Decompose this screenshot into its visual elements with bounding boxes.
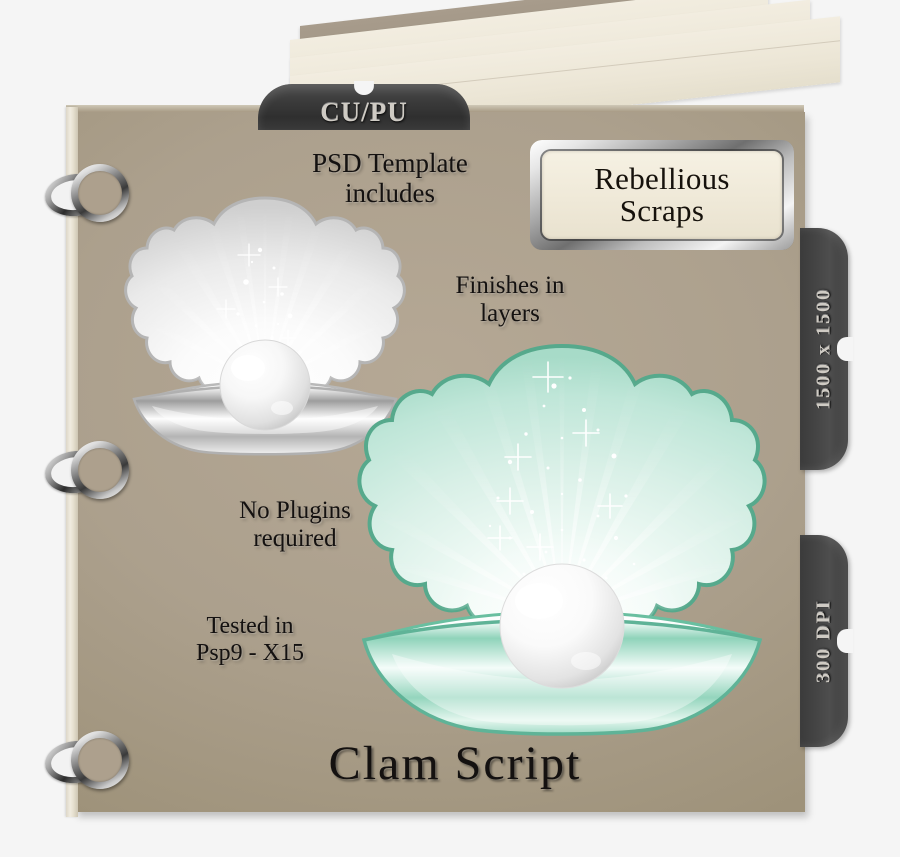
- cu-pu-tab-notch: [354, 81, 374, 95]
- dpi-tab-label: 300 DPI: [812, 599, 835, 683]
- cu-pu-tab[interactable]: CU/PU: [258, 81, 470, 130]
- mint-clam-shell: [357, 338, 767, 738]
- name-plate-line2: Scraps: [619, 192, 705, 228]
- psd-template-line1: PSD Template: [312, 148, 468, 178]
- dpi-tab[interactable]: 300 DPI: [800, 535, 853, 747]
- binder-ring-top: [42, 160, 122, 220]
- size-tab-label: 1500 x 1500: [812, 288, 835, 410]
- name-plate-inner: Rebellious Scraps: [542, 151, 782, 239]
- tested-in-text: Tested in Psp9 - X15: [145, 613, 355, 667]
- dpi-tab-pinch: [837, 629, 853, 653]
- finishes-line1: Finishes in: [455, 272, 565, 299]
- no-plugins-line1: No Plugins: [239, 497, 351, 524]
- size-tab[interactable]: 1500 x 1500: [800, 228, 853, 470]
- binder-ring-top-front: [71, 164, 129, 222]
- size-tab-pinch: [837, 337, 853, 361]
- binder-ring-middle-front: [71, 441, 129, 499]
- name-plate-line1: Rebellious: [594, 160, 730, 196]
- binder-ring-bottom-front: [71, 731, 129, 789]
- finishes-text: Finishes in layers: [415, 272, 605, 328]
- no-plugins-text: No Plugins required: [195, 497, 395, 553]
- binder-ring-middle: [42, 437, 122, 497]
- psd-template-text: PSD Template includes: [280, 148, 500, 208]
- silver-clam-shell: [124, 190, 406, 456]
- tested-in-line2: Psp9 - X15: [195, 639, 304, 666]
- tested-in-line1: Tested in: [206, 613, 294, 639]
- binder-ring-bottom: [42, 727, 122, 787]
- brand-name-plate: Rebellious Scraps: [530, 140, 794, 250]
- page-title: Clam Script: [328, 737, 582, 790]
- cu-pu-tab-label: CU/PU: [320, 97, 408, 127]
- finishes-line2: layers: [480, 300, 540, 327]
- no-plugins-line2: required: [253, 525, 337, 552]
- psd-template-line2: includes: [345, 178, 435, 209]
